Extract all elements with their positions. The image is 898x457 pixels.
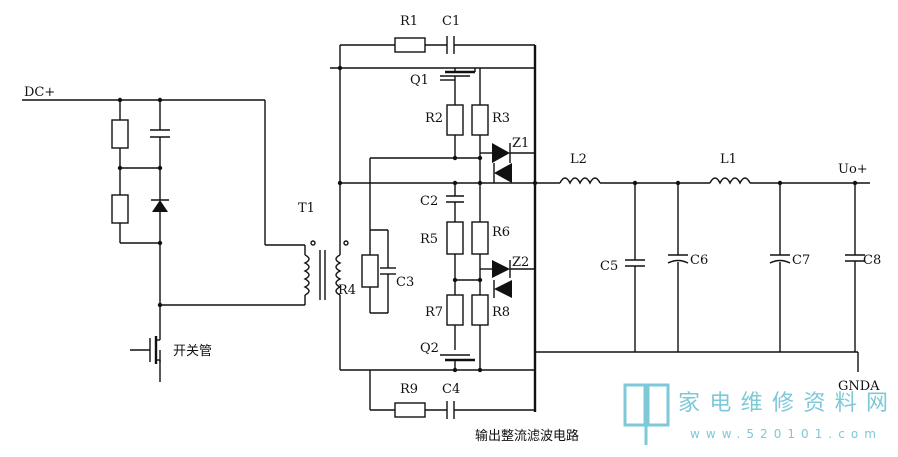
c1-label: C1	[442, 14, 460, 29]
r2-label: R2	[425, 111, 443, 126]
rectifier-block: R1 C1 Q1 R2 R3 Z1	[330, 14, 579, 444]
uo-plus-label: Uo+	[838, 162, 868, 177]
transformer-t1: T1	[298, 68, 349, 370]
l1-label: L1	[720, 152, 737, 167]
output-filter: L2 L1 Uo+ C5 C6 C7 C8	[535, 152, 881, 394]
watermark-title: 家电维修资料网	[678, 391, 888, 416]
r5-label: R5	[420, 232, 438, 247]
watermark: 家电维修资料网 www.520101.com	[623, 383, 888, 445]
section-caption: 输出整流滤波电路	[475, 428, 579, 444]
c4-label: C4	[442, 382, 460, 397]
r4-label: R4	[338, 283, 356, 298]
watermark-url: www.520101.com	[690, 427, 880, 441]
primary-section: 开关管 DC+	[22, 85, 306, 382]
q2-label: Q2	[420, 341, 439, 356]
c2-label: C2	[420, 194, 438, 209]
z1-label: Z1	[512, 136, 529, 151]
gnda-label: GNDA	[838, 379, 880, 394]
r7-label: R7	[425, 305, 443, 320]
book-logo-icon	[623, 383, 670, 445]
dc-plus-label: DC+	[24, 85, 55, 100]
c3-label: C3	[396, 275, 414, 290]
c7-label: C7	[792, 253, 810, 268]
c5-label: C5	[600, 259, 618, 274]
r1-label: R1	[400, 14, 418, 29]
r6-label: R6	[492, 225, 510, 240]
c6-label: C6	[690, 253, 708, 268]
r3-label: R3	[492, 111, 510, 126]
r9-label: R9	[400, 382, 418, 397]
q1-label: Q1	[410, 73, 429, 88]
z2-label: Z2	[512, 255, 529, 270]
t1-label: T1	[298, 201, 315, 216]
switch-tube-label: 开关管	[173, 344, 212, 359]
l2-label: L2	[570, 152, 587, 167]
r8-label: R8	[492, 305, 510, 320]
c8-label: C8	[863, 253, 881, 268]
